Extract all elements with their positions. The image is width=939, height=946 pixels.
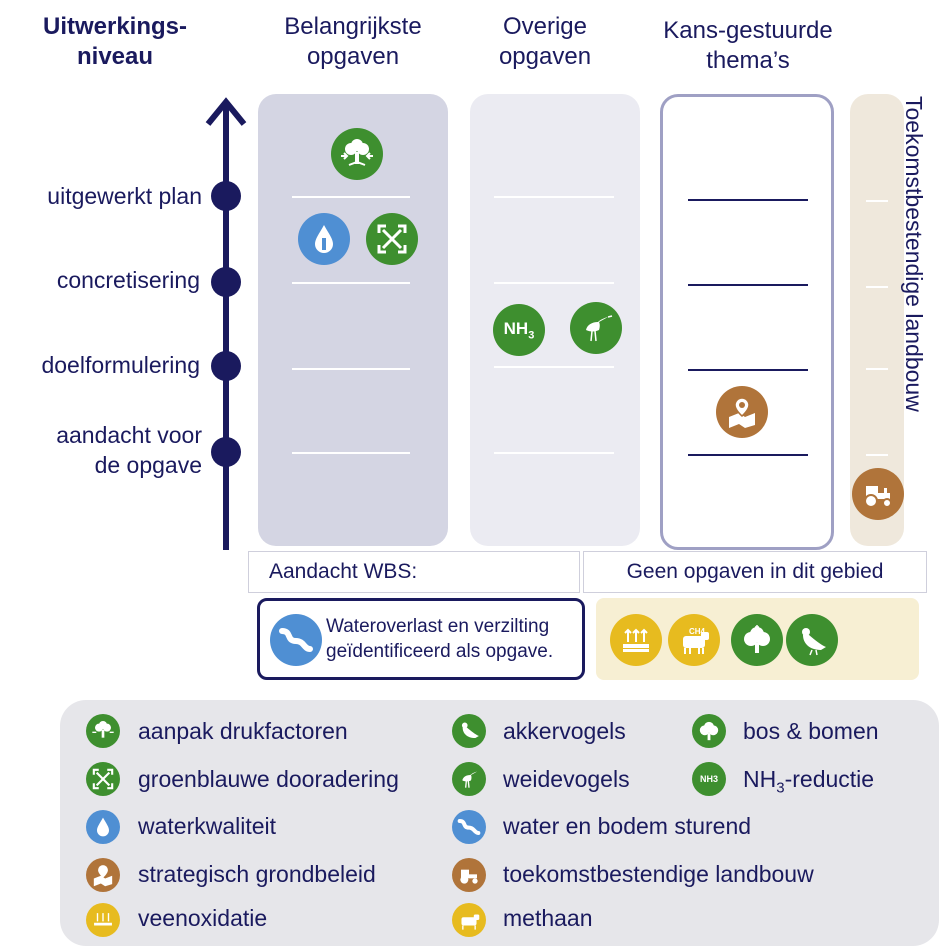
legend-nh3-suffix: -reductie bbox=[784, 766, 875, 792]
level-label-attention: aandacht voor de opgave bbox=[56, 422, 202, 478]
level-label-worked-out-plan: uitgewerkt plan bbox=[47, 183, 202, 209]
header-main-tasks: Belangrijkste opgaven bbox=[284, 13, 422, 70]
nh3-reduction-icon: NH3 bbox=[493, 304, 545, 356]
legend-label-arable-birds: akkervogels bbox=[503, 718, 626, 744]
svg-text:CH4: CH4 bbox=[689, 627, 706, 636]
legend-label-future-farming: toekomstbestendige landbouw bbox=[503, 861, 814, 887]
legend-label-meadow-birds: weidevogels bbox=[503, 766, 630, 792]
legend-label-water-soil: water en bodem sturend bbox=[503, 813, 752, 839]
methane-icon bbox=[452, 903, 486, 937]
header-opportunity-themes: Kans-gestuurde thema’s bbox=[663, 17, 833, 74]
meadow-birds-icon bbox=[570, 302, 622, 354]
pressure-factors-icon bbox=[331, 128, 383, 180]
divider-line bbox=[866, 286, 888, 288]
water-quality-icon bbox=[86, 810, 120, 844]
legend-nh3-icon-text: NH3 bbox=[699, 774, 718, 784]
future-farming-icon bbox=[452, 858, 486, 892]
divider-line bbox=[494, 452, 614, 454]
green-blue-network-icon bbox=[366, 213, 418, 265]
water-note-box bbox=[257, 598, 585, 680]
level-label-goal-formulation: doelformulering bbox=[41, 352, 200, 378]
arable-birds-icon bbox=[786, 614, 838, 666]
legend-label-nh3-reduction: NH3-reductie bbox=[743, 764, 874, 804]
column-opportunity-themes bbox=[660, 94, 834, 550]
legend-label-forest-trees: bos & bomen bbox=[743, 718, 879, 744]
legend-label-water-quality: waterkwaliteit bbox=[138, 813, 277, 839]
green-blue-network-icon bbox=[86, 762, 120, 796]
legend-label-pressure-factors: aanpak drukfactoren bbox=[138, 718, 348, 744]
meadow-birds-icon bbox=[452, 762, 486, 796]
legend-label-land-policy: strategisch grondbeleid bbox=[138, 861, 376, 887]
level-axis-arrow bbox=[205, 97, 247, 550]
water-soil-icon bbox=[452, 810, 486, 844]
level-marker bbox=[211, 351, 241, 381]
divider-line bbox=[688, 454, 808, 456]
legend-label-methane: methaan bbox=[503, 905, 593, 931]
legend-nh3-sub: 3 bbox=[776, 779, 785, 797]
arable-birds-icon bbox=[452, 714, 486, 748]
land-policy-icon bbox=[86, 858, 120, 892]
attention-wbs-label: Aandacht WBS: bbox=[248, 551, 580, 593]
header-other-tasks: Overige opgaven bbox=[498, 13, 592, 70]
forest-trees-icon bbox=[692, 714, 726, 748]
divider-line bbox=[494, 196, 614, 198]
land-policy-icon bbox=[716, 386, 768, 438]
divider-line bbox=[292, 196, 410, 198]
divider-line bbox=[688, 284, 808, 286]
divider-line bbox=[688, 199, 808, 201]
divider-line bbox=[866, 368, 888, 370]
water-soil-icon bbox=[270, 614, 322, 666]
divider-line bbox=[688, 369, 808, 371]
legend-label-green-blue-network: groenblauwe dooradering bbox=[138, 766, 399, 792]
methane-icon: CH4 bbox=[668, 614, 720, 666]
water-quality-icon bbox=[298, 213, 350, 265]
pressure-factors-icon bbox=[86, 714, 120, 748]
nh3-reduction-icon: NH3 bbox=[692, 762, 726, 796]
divider-line bbox=[292, 368, 410, 370]
level-label-concretisation: concretisering bbox=[56, 267, 200, 293]
divider-line bbox=[866, 200, 888, 202]
legend-panel bbox=[60, 700, 939, 946]
level-marker bbox=[211, 437, 241, 467]
nh3-subscript: 3 bbox=[528, 329, 535, 342]
divider-line bbox=[494, 282, 614, 284]
forest-trees-icon bbox=[731, 614, 783, 666]
peat-oxidation-icon bbox=[610, 614, 662, 666]
divider-line bbox=[292, 282, 410, 284]
peat-oxidation-icon bbox=[86, 903, 120, 937]
divider-line bbox=[494, 366, 614, 368]
nh3-label: NH bbox=[503, 318, 529, 338]
legend-nh3-prefix: NH bbox=[743, 766, 777, 792]
legend-label-peat-oxidation: veenoxidatie bbox=[138, 905, 268, 931]
water-note-text: Wateroverlast en verzilting geïdentifice… bbox=[326, 616, 554, 662]
future-farming-icon bbox=[852, 468, 904, 520]
level-marker bbox=[211, 267, 241, 297]
header-future-farming: Toekomstbestendige landbouw bbox=[901, 96, 927, 412]
divider-line bbox=[292, 452, 410, 454]
level-marker bbox=[211, 181, 241, 211]
level-axis-title: Uitwerkings- niveau bbox=[42, 13, 188, 70]
no-tasks-label: Geen opgaven in dit gebied bbox=[583, 551, 927, 593]
divider-line bbox=[866, 454, 888, 456]
